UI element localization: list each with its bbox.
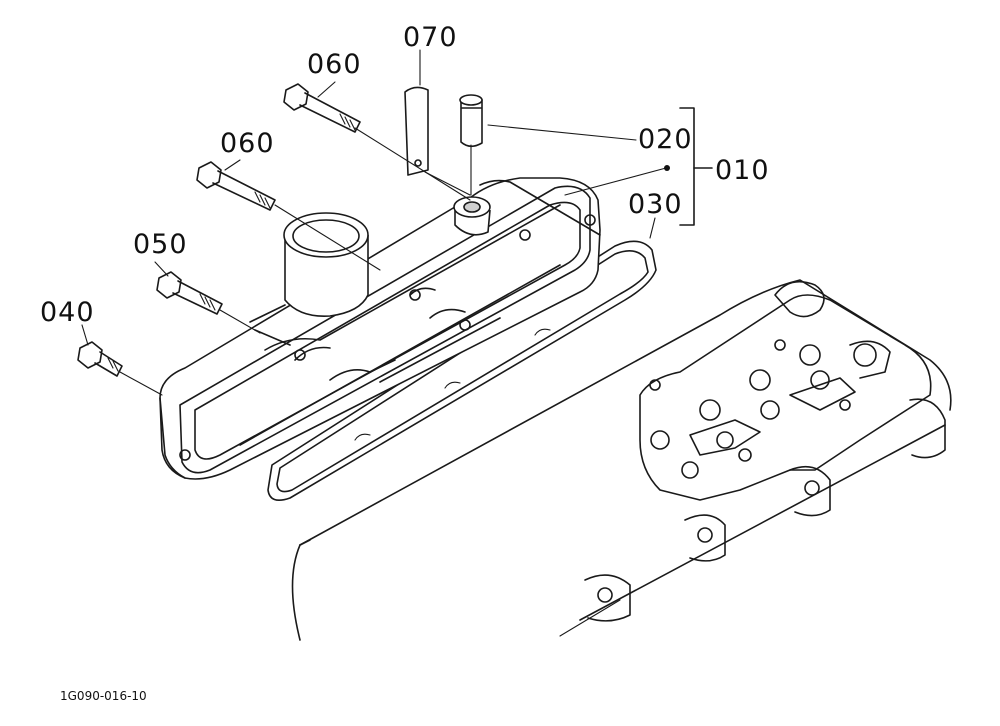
gasket-030 — [267, 240, 657, 501]
label-060-lower: 060 — [220, 128, 275, 159]
part-labels: 070 060 060 050 040 020 010 030 1G090-01… — [40, 22, 770, 703]
label-040: 040 — [40, 297, 95, 328]
bolt-060-lower — [196, 161, 276, 211]
label-070: 070 — [403, 22, 458, 53]
label-050: 050 — [133, 229, 188, 260]
bushing-020 — [459, 94, 483, 148]
plate-070 — [404, 86, 429, 176]
bolt-040 — [77, 341, 123, 377]
drawing-code: 1G090-016-10 — [60, 689, 147, 703]
leader-lines — [81, 49, 713, 396]
bolt-060-upper — [283, 83, 361, 133]
label-060-upper: 060 — [307, 49, 362, 80]
label-030: 030 — [628, 189, 683, 220]
intake-manifold — [159, 177, 601, 480]
cylinder-head — [291, 279, 952, 641]
bolt-050 — [156, 271, 223, 315]
label-010: 010 — [715, 155, 770, 186]
label-020: 020 — [638, 124, 693, 155]
